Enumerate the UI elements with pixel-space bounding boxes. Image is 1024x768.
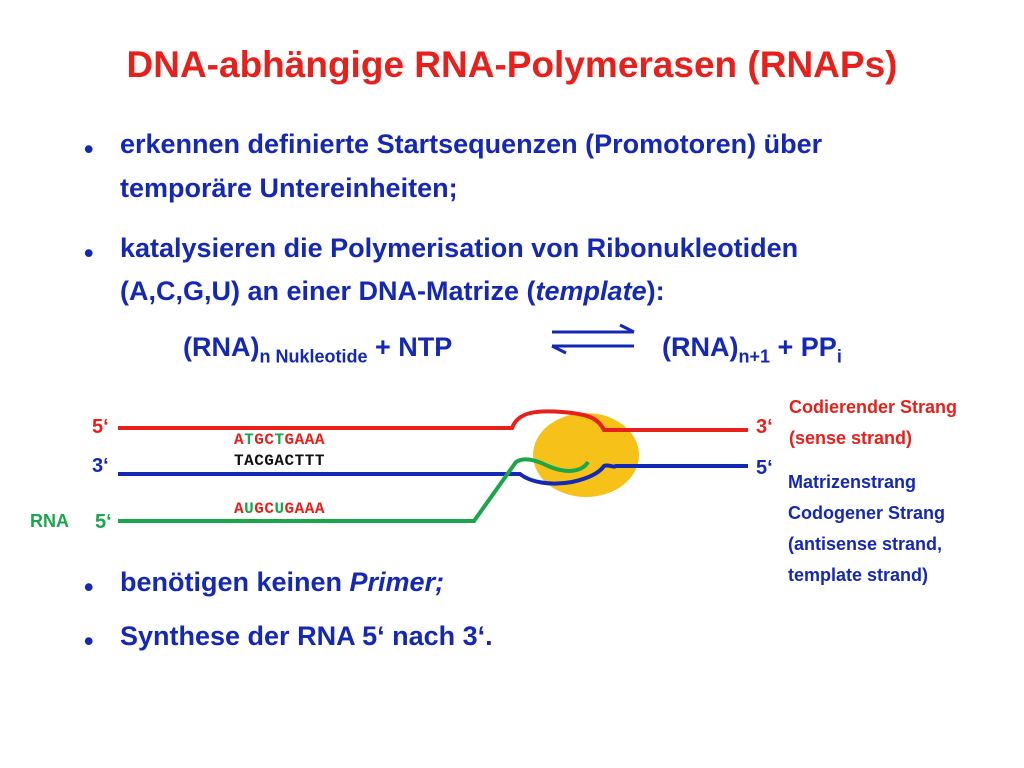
sense-base: G	[284, 431, 295, 449]
rna-base: A	[234, 500, 245, 518]
sense-base: T	[274, 431, 285, 449]
rna-5-prime-label: 5‘	[95, 511, 112, 533]
rna-base: G	[254, 500, 265, 518]
bullet-2-text-a: (A,C,G,U) an einer DNA-Matrize (	[120, 276, 536, 306]
sense-base: A	[294, 431, 305, 449]
rna-base: A	[304, 500, 315, 518]
sense-base: A	[234, 431, 245, 449]
bullet-marker: •	[84, 134, 94, 164]
bullet-3-primer-word: Primer;	[349, 567, 445, 597]
equation-right: (RNA)n+1 + PPi	[662, 327, 842, 376]
polymerase-ellipse	[533, 413, 639, 497]
rna-base: U	[274, 500, 285, 518]
sense-strand-line	[118, 409, 748, 432]
bullet-4: Synthese der RNA 5‘ nach 3‘.	[120, 621, 493, 651]
template-strand-note: Matrizenstrang Codogener Strang (antisen…	[788, 467, 945, 591]
sense-3-prime-label: 3‘	[756, 416, 773, 438]
template-3-prime-label: 3‘	[92, 455, 109, 477]
equation-rna-n1: (RNA)	[662, 332, 739, 362]
equation-pp-i: i	[836, 346, 842, 367]
equation-n-plus-1: n+1	[738, 346, 771, 367]
sense-sequence: ATGCTGAAA	[234, 431, 325, 449]
template-note-line: Matrizenstrang	[788, 472, 917, 492]
template-note-line: Codogener Strang	[788, 503, 946, 523]
bullet-2-text-c: ):	[646, 276, 665, 306]
template-strand-line	[118, 463, 748, 486]
equation-plus-ntp: + NTP	[367, 332, 453, 362]
sense-base: G	[254, 431, 265, 449]
bullet-2-line-1: katalysieren die Polymerisation von Ribo…	[120, 233, 799, 263]
page-title: DNA-abhängige RNA-Polymerasen (RNAPs)	[126, 44, 898, 85]
sense-base: T	[244, 431, 255, 449]
bullet-2-line-2: (A,C,G,U) an einer DNA-Matrize (template…	[120, 271, 665, 311]
rna-base: A	[294, 500, 305, 518]
rna-strand-line	[118, 457, 590, 523]
coding-note-line: (sense strand)	[789, 428, 913, 448]
bullet-marker: •	[84, 572, 94, 602]
rna-base: G	[284, 500, 295, 518]
rna-label: RNA	[30, 511, 69, 531]
coding-note-line: Codierender Strang	[789, 397, 958, 417]
bullet-3: benötigen keinen Primer;	[120, 562, 444, 602]
equation-rna-n: (RNA)	[183, 332, 260, 362]
bullet-marker: •	[84, 626, 94, 656]
rna-base: U	[244, 500, 255, 518]
coding-strand-note: Codierender Strang (sense strand)	[789, 392, 957, 454]
bullet-2-template-word: template	[535, 276, 647, 306]
bullet-marker: •	[84, 238, 94, 268]
sense-base: C	[264, 431, 275, 449]
sense-base: A	[314, 431, 325, 449]
equation-n-nukleotide: n Nukleotide	[259, 346, 368, 367]
sense-5-prime-label: 5‘	[92, 416, 109, 438]
equilibrium-arrow-icon	[551, 323, 635, 355]
rna-sequence: AUGCUGAAA	[234, 500, 325, 518]
template-note-line: (antisense strand,	[788, 534, 943, 554]
bullet-1-line-1: erkennen definierte Startsequenzen (Prom…	[120, 129, 823, 159]
bullet-3-text: benötigen keinen	[120, 567, 350, 597]
template-sequence: TACGACTTT	[234, 452, 325, 470]
equation-left: (RNA)n Nukleotide + NTP	[183, 327, 452, 376]
template-note-line: template strand)	[788, 565, 929, 585]
sense-base: A	[304, 431, 315, 449]
equation-plus-pp: + PP	[770, 332, 837, 362]
template-5-prime-label: 5‘	[756, 457, 773, 479]
rna-base: C	[264, 500, 275, 518]
rna-base: A	[314, 500, 325, 518]
bullet-1-line-2: temporäre Untereinheiten;	[120, 173, 458, 203]
